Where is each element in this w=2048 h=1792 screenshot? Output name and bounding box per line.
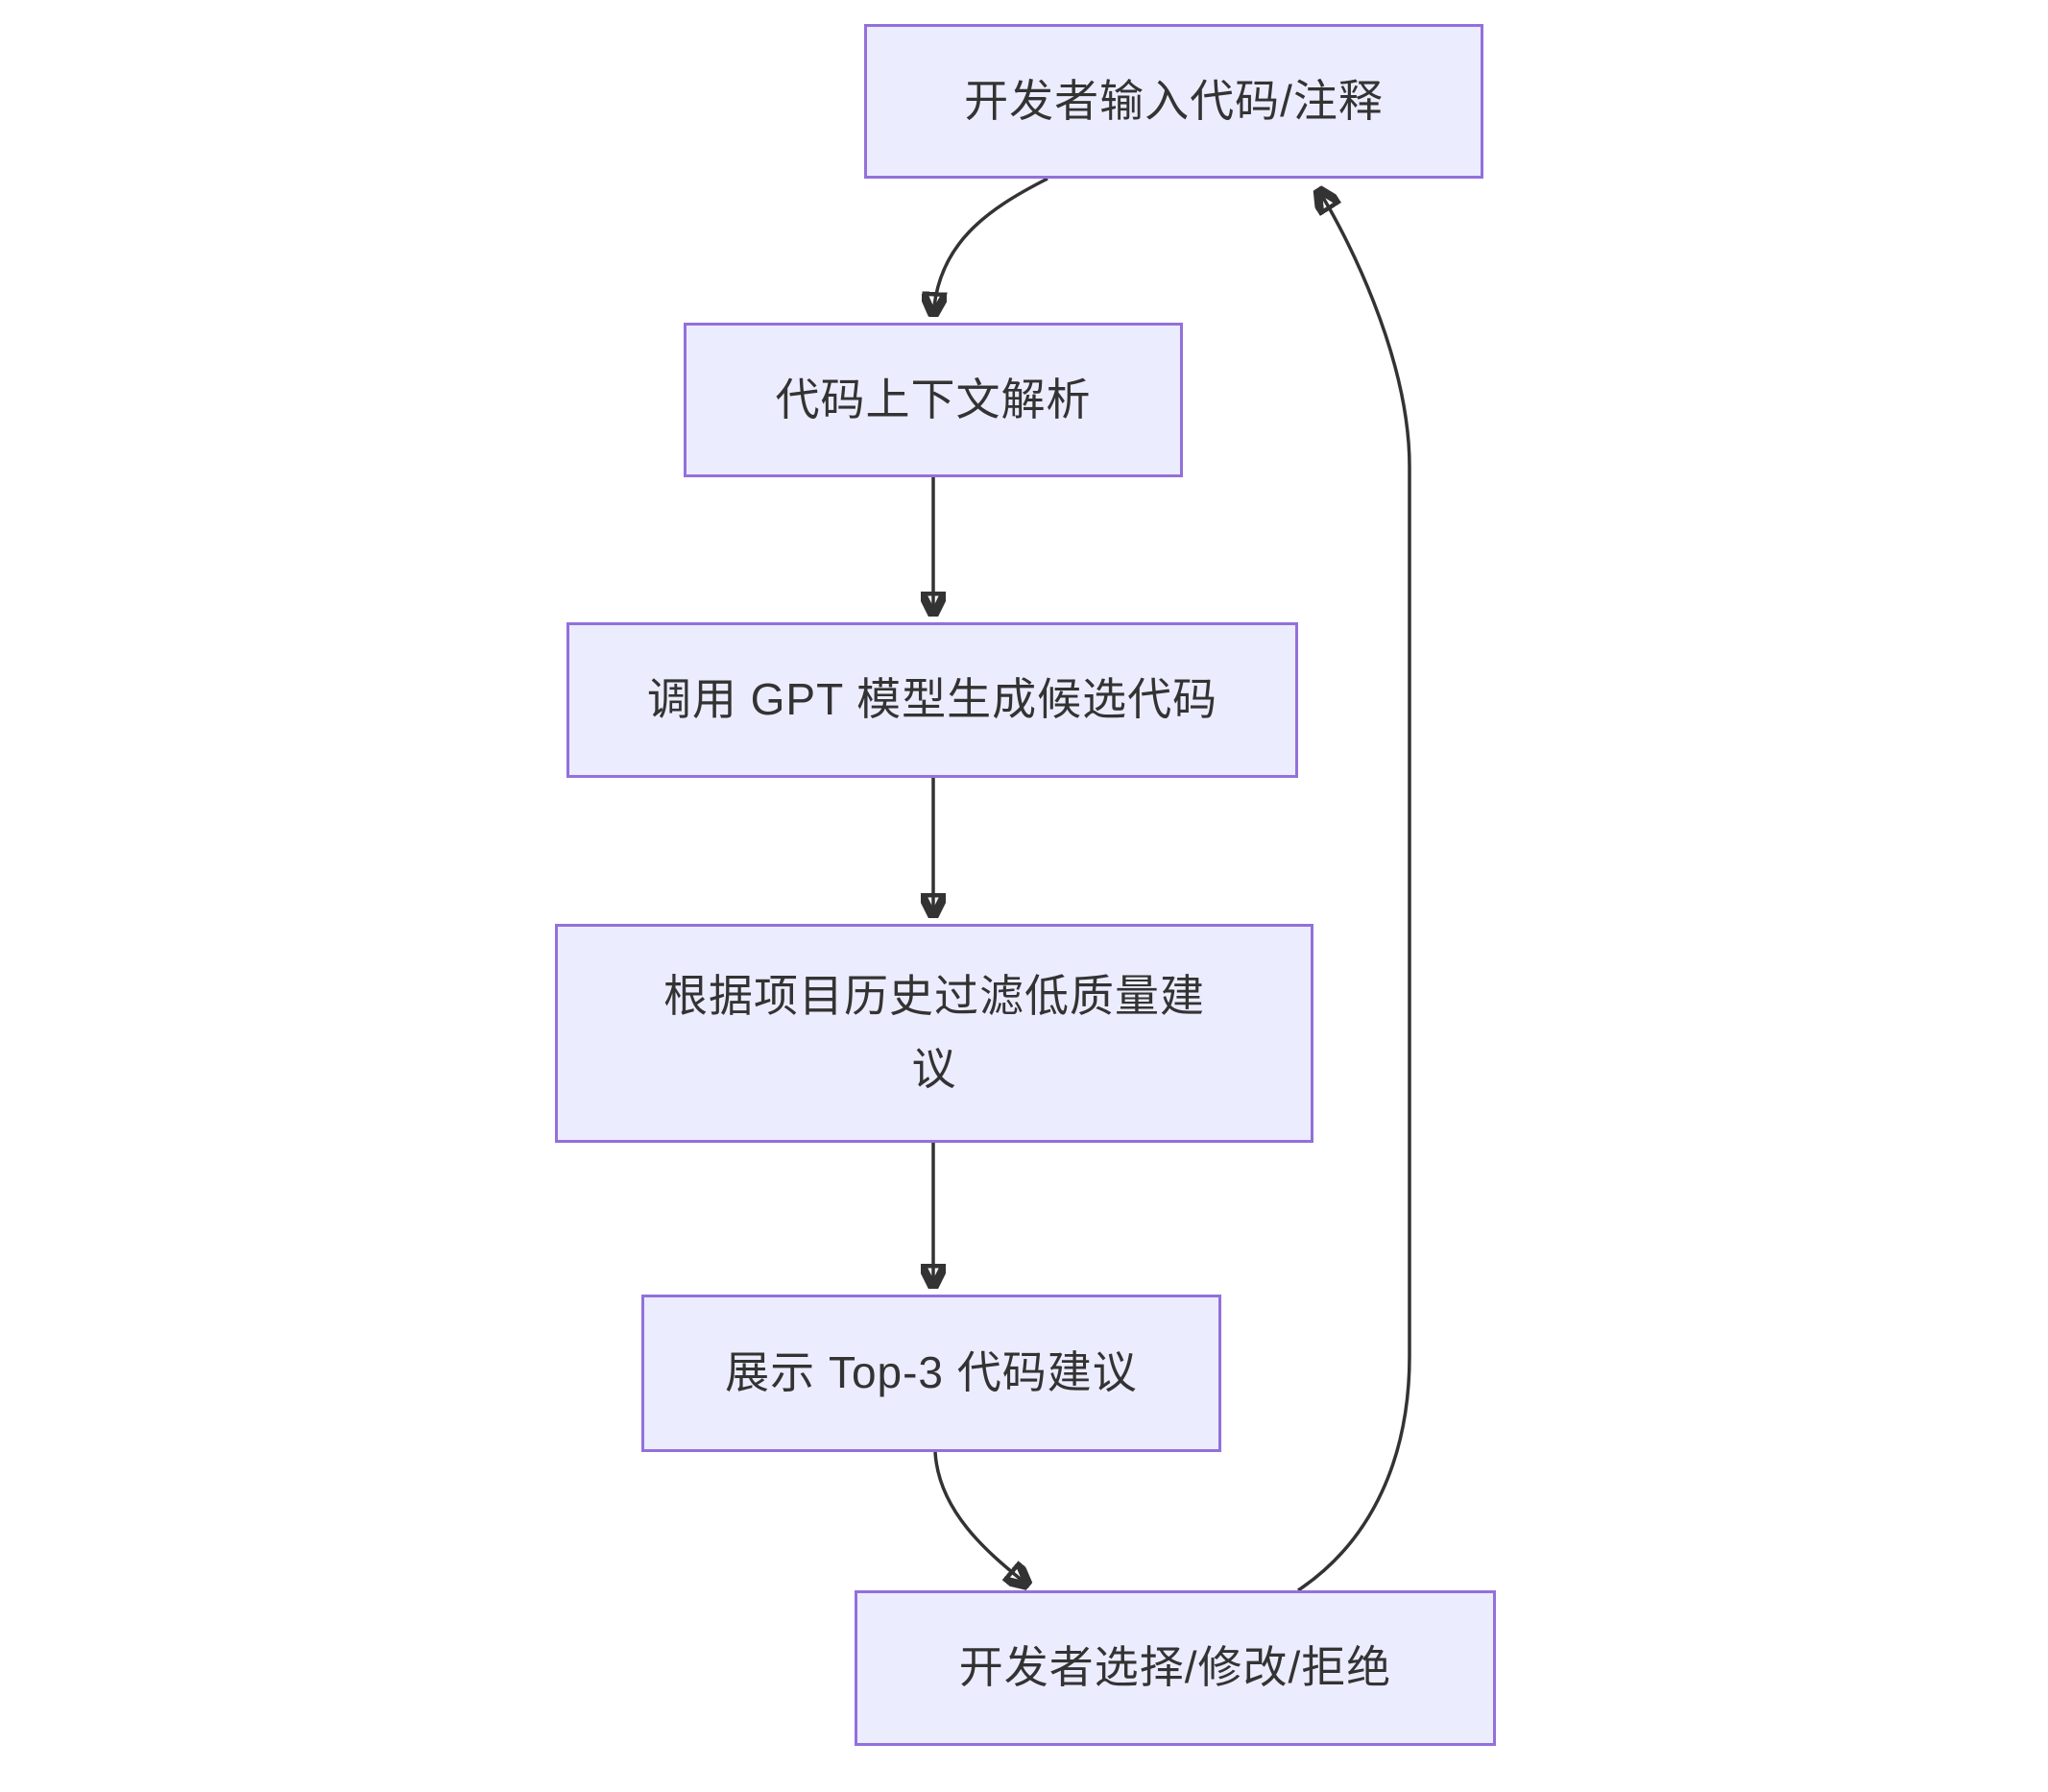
node-filter-history: 根据项目历史过滤低质量建 议 — [555, 924, 1313, 1143]
node-call-gpt: 调用 GPT 模型生成候选代码 — [566, 622, 1298, 778]
node-show-top3-label: 展示 Top-3 代码建议 — [725, 1347, 1138, 1398]
node-developer-input-label: 开发者输入代码/注释 — [964, 75, 1384, 126]
node-developer-choose: 开发者选择/修改/拒绝 — [855, 1590, 1496, 1746]
node-filter-history-label: 根据项目历史过滤低质量建 议 — [663, 971, 1205, 1094]
node-developer-choose-label: 开发者选择/修改/拒绝 — [958, 1642, 1392, 1693]
node-context-parse-label: 代码上下文解析 — [775, 374, 1092, 424]
node-call-gpt-label: 调用 GPT 模型生成候选代码 — [646, 674, 1218, 725]
node-developer-input: 开发者输入代码/注释 — [864, 24, 1483, 179]
edge-top3-to-choose — [933, 1451, 1029, 1586]
edge-choose-loop-to-input — [1297, 188, 1411, 1592]
node-context-parse: 代码上下文解析 — [684, 323, 1183, 477]
edge-input-to-parse — [933, 177, 1048, 317]
node-show-top3: 展示 Top-3 代码建议 — [641, 1295, 1221, 1452]
